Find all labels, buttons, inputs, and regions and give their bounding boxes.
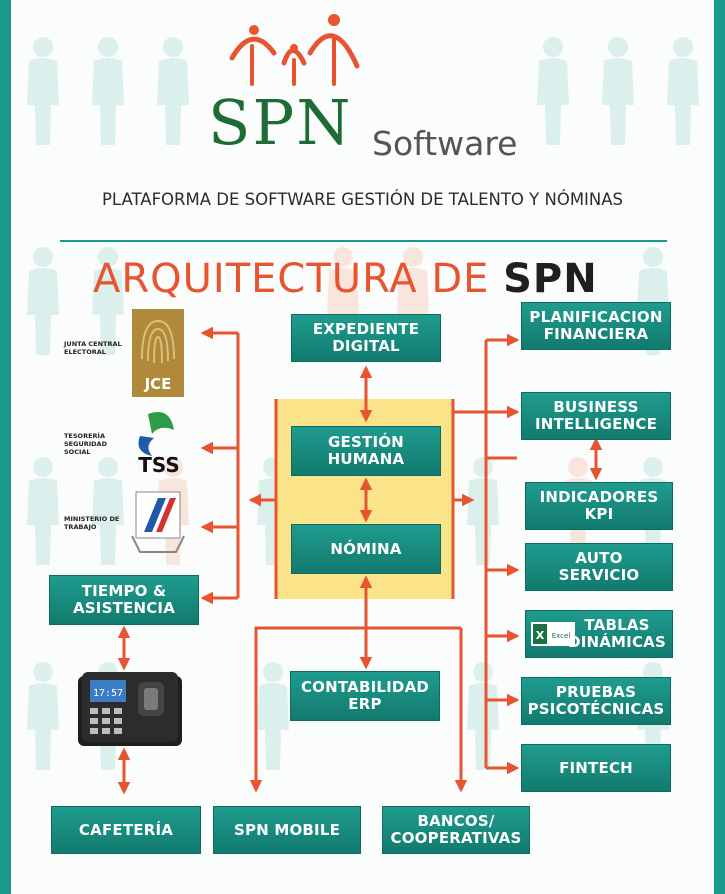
tss-logo: TSS xyxy=(138,412,180,476)
jce-logo-text: JCE xyxy=(144,375,172,393)
tablas-dinamicas-box: TABLAS DINÁMICAS xyxy=(525,610,673,658)
tss-logo-text: TSS xyxy=(138,453,180,476)
indicadores-kpi-box: INDICADORES KPI xyxy=(525,482,673,530)
cafeteria-box: CAFETERÍA xyxy=(51,806,201,854)
pruebas-psicotecnicas-box: PRUEBAS PSICOTÉCNICAS xyxy=(521,677,671,725)
excel-icon: X Excel xyxy=(531,622,575,646)
svg-text:X: X xyxy=(536,629,545,642)
fintech-box: FINTECH xyxy=(521,744,671,792)
business-intelligence-box: BUSINESS INTELLIGENCE xyxy=(521,392,671,440)
left-teal-border xyxy=(0,0,11,894)
excel-icon-text: Excel xyxy=(552,632,571,640)
divider-line xyxy=(60,240,667,242)
clock-display-text: 17:57 xyxy=(93,688,123,699)
auto-servicio-box: AUTO SERVICIO xyxy=(525,543,673,591)
heading-bold: SPN xyxy=(503,256,598,302)
gestion-humana-box: GESTIÓN HUMANA xyxy=(291,426,441,476)
time-clock-device: 17:57 xyxy=(78,672,182,746)
planificacion-financiera-box: PLANIFICACION FINANCIERA xyxy=(521,302,671,350)
brand-suffix: Software xyxy=(372,124,518,163)
bancos-cooperativas-box: BANCOS/ COOPERATIVAS xyxy=(382,806,530,854)
spn-logo-people-icon xyxy=(229,14,360,86)
architecture-heading: ARQUITECTURA DE SPN xyxy=(93,254,633,304)
tss-label: TESORERÍA SEGURIDAD SOCIAL xyxy=(64,432,107,456)
expediente-digital-box: EXPEDIENTE DIGITAL xyxy=(291,314,441,362)
contabilidad-erp-box: CONTABILIDAD ERP xyxy=(290,671,440,721)
jce-logo: JCE xyxy=(132,309,184,397)
brand-name: SPN xyxy=(208,86,353,159)
nomina-box: NÓMINA xyxy=(291,524,441,574)
tiempo-asistencia-box: TIEMPO & ASISTENCIA xyxy=(49,575,199,625)
heading-text: ARQUITECTURA DE xyxy=(93,256,490,302)
ministerio-trabajo-logo xyxy=(131,491,185,553)
mt-label: MINISTERIO DE TRABAJO xyxy=(64,515,120,531)
right-teal-border xyxy=(714,0,725,894)
tagline: PLATAFORMA DE SOFTWARE GESTIÓN DE TALENT… xyxy=(101,190,624,209)
jce-label: JUNTA CENTRAL ELECTORAL xyxy=(64,340,122,356)
spn-mobile-box: SPN MOBILE xyxy=(213,806,361,854)
